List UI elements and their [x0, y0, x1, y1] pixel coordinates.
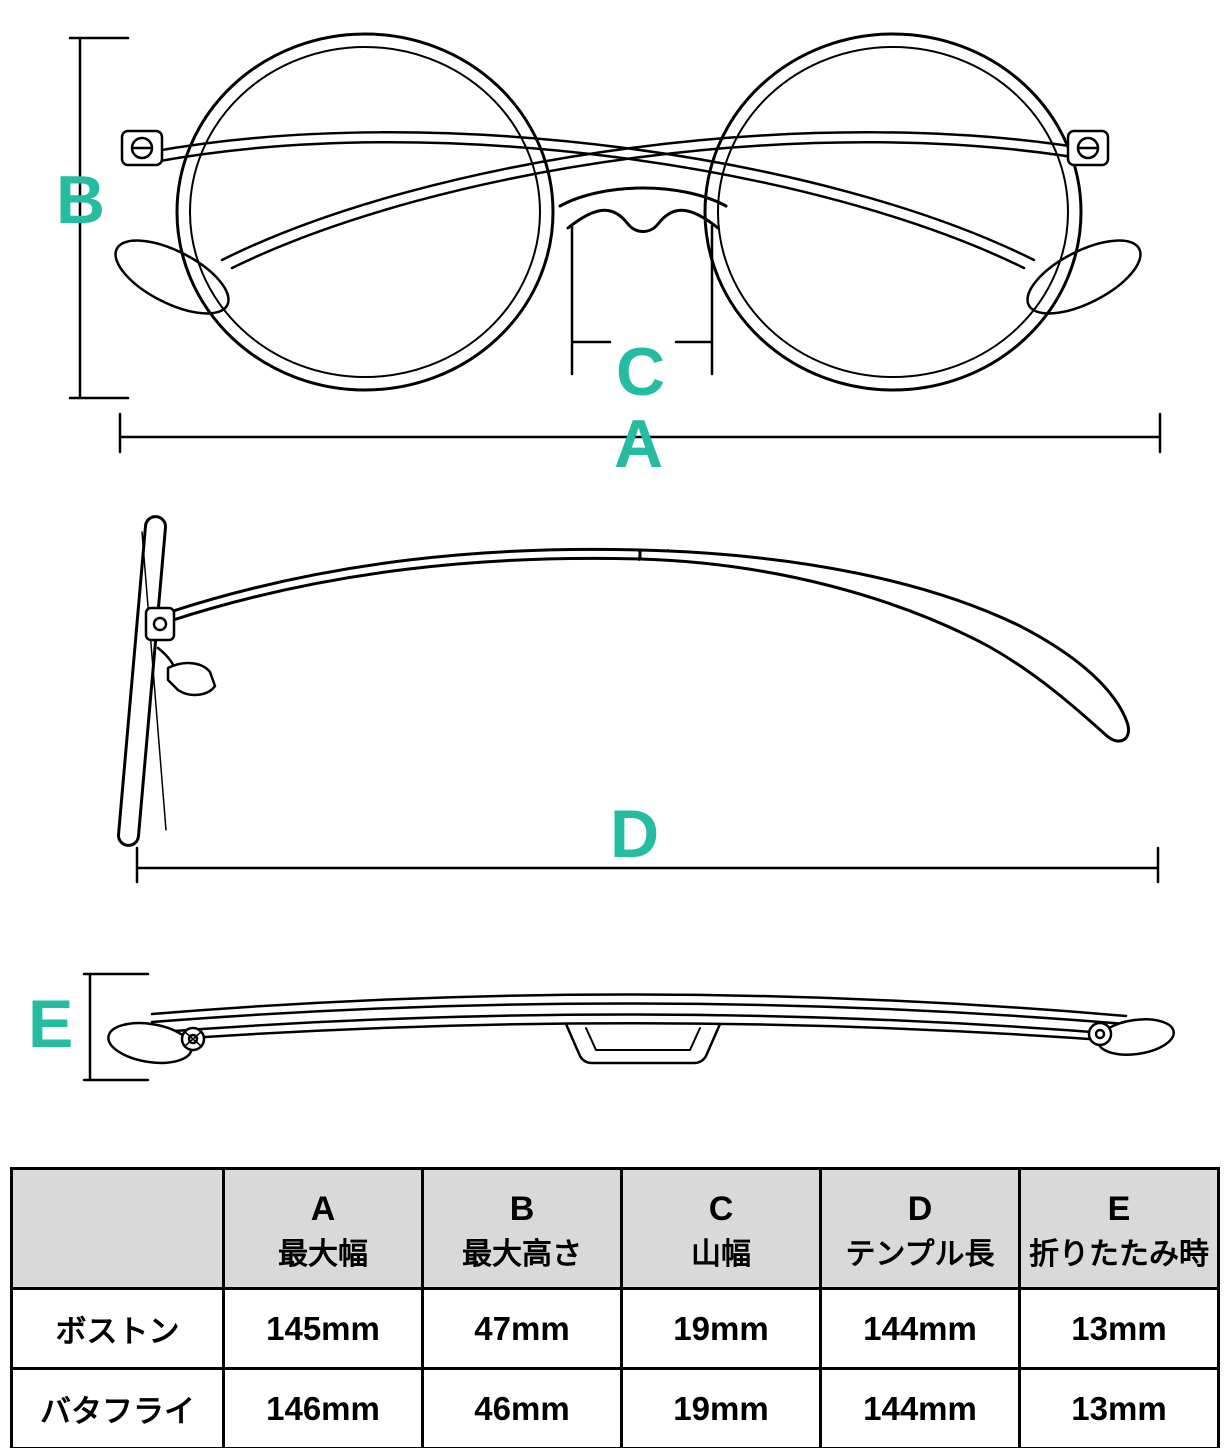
cell-boston-c: 19mm	[620, 1287, 822, 1370]
nose-pad	[166, 661, 217, 697]
cell-butterfly-c: 19mm	[620, 1367, 822, 1448]
header-letter-c: C	[708, 1189, 734, 1228]
header-name-d: テンプル長	[845, 1237, 995, 1271]
dimension-line-b	[68, 36, 130, 400]
size-table: A 最大幅 B 最大高さ C 山幅 D テンプル長 E 折りたたみ時	[10, 1167, 1220, 1448]
table-corner-cell	[10, 1167, 225, 1290]
folded-frame-drawing	[107, 993, 1175, 1065]
dimension-label-a: A	[614, 406, 664, 482]
dimension-line-a	[118, 412, 1162, 454]
lens-right-inner	[717, 46, 1069, 378]
cell-boston-a: 145mm	[222, 1287, 424, 1370]
row-label-butterfly: バタフライ	[10, 1367, 225, 1448]
cell-butterfly-e: 13mm	[1018, 1367, 1220, 1448]
header-cell-d: D テンプル長	[819, 1167, 1021, 1290]
header-name-e: 折りたたみ時	[1029, 1237, 1209, 1271]
hinge-right	[1066, 129, 1110, 167]
dimension-line-d	[135, 846, 1160, 884]
header-letter-a: A	[310, 1189, 336, 1228]
hinge-side	[144, 606, 176, 642]
dimension-label-b: B	[56, 162, 106, 238]
table-row-boston: ボストン 145mm 47mm 19mm 144mm 13mm	[10, 1287, 1220, 1370]
cell-boston-d: 144mm	[819, 1287, 1021, 1370]
header-letter-b: B	[509, 1189, 535, 1228]
dimension-label-e: E	[28, 986, 74, 1062]
header-cell-b: B 最大高さ	[421, 1167, 623, 1290]
glasses-front-view-drawing	[68, 32, 1162, 454]
cell-boston-b: 47mm	[421, 1287, 623, 1370]
bridge-top	[558, 186, 728, 208]
header-letter-d: D	[907, 1189, 933, 1228]
cell-boston-e: 13mm	[1018, 1287, 1220, 1370]
dimension-line-c	[570, 224, 714, 376]
dimension-label-d: D	[610, 796, 660, 872]
header-name-b: 最大高さ	[462, 1237, 582, 1271]
lens-left-inner	[189, 46, 541, 378]
lens-right-outer	[703, 32, 1083, 392]
side-frame-drawing	[116, 515, 1130, 847]
dimension-line-e	[82, 972, 150, 1082]
glasses-folded-view-drawing	[82, 972, 1175, 1082]
folded-endcap-left	[107, 1021, 193, 1065]
temple-tip-right	[1026, 239, 1142, 315]
bridge-folded	[564, 1022, 722, 1065]
header-name-a: 最大幅	[278, 1237, 368, 1271]
table-row-butterfly: バタフライ 146mm 46mm 19mm 144mm 13mm	[10, 1367, 1220, 1448]
cell-butterfly-a: 146mm	[222, 1367, 424, 1448]
header-cell-c: C 山幅	[620, 1167, 822, 1290]
front-frame-drawing	[114, 32, 1142, 392]
dimension-label-c: C	[616, 334, 666, 410]
hinge-screw-right	[1087, 1021, 1113, 1047]
header-cell-e: E 折りたたみ時	[1018, 1167, 1220, 1290]
cell-butterfly-d: 144mm	[819, 1367, 1021, 1448]
table-header-row: A 最大幅 B 最大高さ C 山幅 D テンプル長 E 折りたたみ時	[10, 1167, 1220, 1290]
lens-left-outer	[175, 32, 555, 392]
temple-tip-left	[114, 239, 230, 315]
temple-tip-side	[638, 548, 1130, 743]
header-name-c: 山幅	[691, 1237, 751, 1271]
lens-side-profile	[116, 515, 168, 847]
header-cell-a: A 最大幅	[222, 1167, 424, 1290]
header-letter-e: E	[1107, 1189, 1131, 1228]
bridge-saddle	[566, 208, 720, 233]
cell-butterfly-b: 46mm	[421, 1367, 623, 1448]
row-label-boston: ボストン	[10, 1287, 225, 1370]
hinge-left	[120, 129, 164, 167]
glasses-side-view-drawing	[116, 515, 1160, 884]
